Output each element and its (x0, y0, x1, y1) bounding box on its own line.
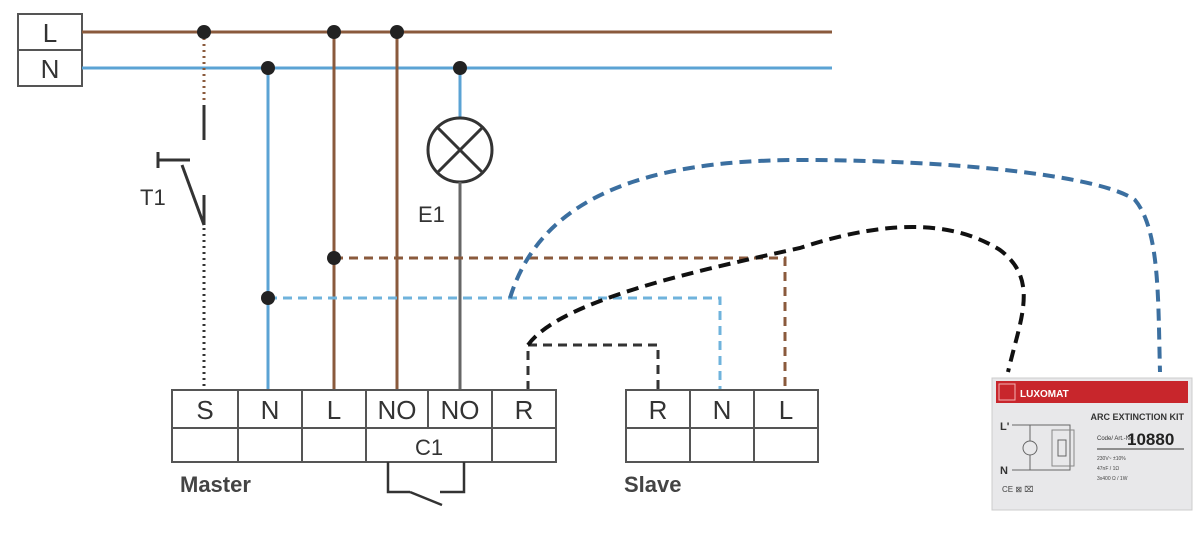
master-terminal-n: N (261, 395, 280, 425)
kit-brand: LUXOMAT (1020, 389, 1069, 400)
kit-terminal-n: N (1000, 465, 1008, 477)
kit-code: 10880 (1127, 430, 1174, 449)
master-terminal-r: R (515, 395, 534, 425)
switch-label: T1 (140, 185, 166, 210)
master-terminal-l: L (327, 395, 341, 425)
arc-extinction-kit: LUXOMAT ARC EXTINCTION KIT Code/ Art.-No… (991, 377, 1193, 511)
switch-blade (180, 164, 206, 226)
relay-contact-icon (386, 462, 410, 494)
master-terminal-s: S (196, 395, 213, 425)
slave-terminal-n: N (713, 395, 732, 425)
r-link-dashed-wire (526, 343, 660, 390)
ce-mark-icon: CE ⊠ ⌧ (1002, 485, 1033, 494)
kit-code-label: Code/ Art.-No. (1097, 436, 1135, 442)
bus-l-label: L (43, 18, 57, 48)
slave-terminal-l: L (779, 395, 793, 425)
master-terminal-no-1: NO (378, 395, 417, 425)
kit-spec-3: 3x400 Ω / 1W (1097, 476, 1128, 482)
master-terminal-no-2: NO (441, 395, 480, 425)
bus-n-box (17, 49, 83, 87)
lamp-label: E1 (418, 202, 445, 227)
kit-terminal-l: L' (1000, 421, 1010, 433)
slave-terminal-block (625, 389, 819, 463)
master-terminal-block (171, 389, 557, 463)
slave-n-dashed-wire (268, 296, 722, 390)
slave-l-dashed-wire (334, 256, 787, 390)
slave-label: Slave (624, 472, 682, 497)
kit-blue-dashed-wire (508, 157, 1162, 373)
kit-spec-2: 47nF / 1Ω (1097, 466, 1119, 472)
master-label: Master (180, 472, 251, 497)
kit-title: ARC EXTINCTION KIT (1091, 412, 1185, 422)
bus-n-label: N (41, 54, 60, 84)
contact-label: C1 (415, 435, 443, 460)
junction-dots (197, 25, 467, 305)
kit-lamp-icon (1022, 440, 1038, 456)
slave-terminal-r: R (649, 395, 668, 425)
kit-spec-1: 230V~ ±10% (1097, 456, 1126, 462)
kit-black-dashed-wire (526, 225, 1026, 373)
